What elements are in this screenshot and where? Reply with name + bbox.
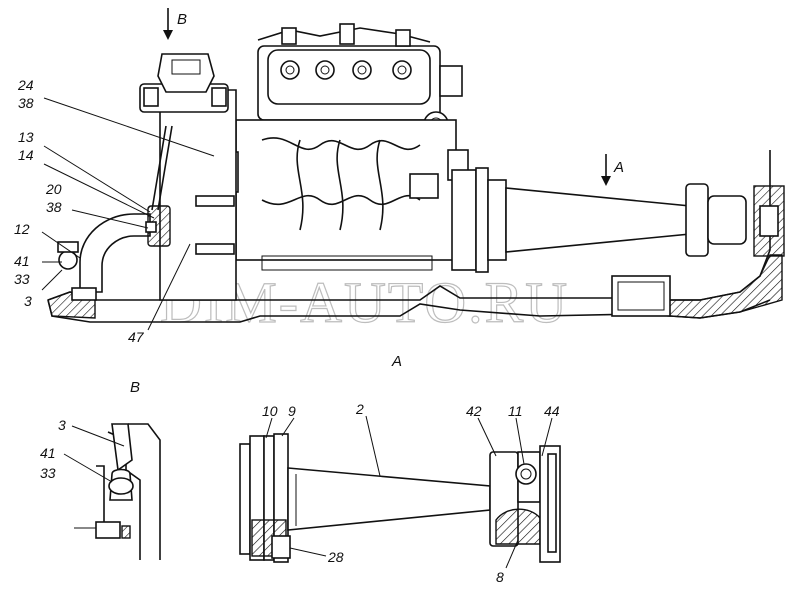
callout-41: 41 [14,253,30,269]
callout-38b: 38 [46,199,62,215]
view-a-callout-28: 28 [327,549,344,565]
callout-3: 3 [24,293,32,309]
view-a-detail: 10 9 2 42 11 44 28 8 [239,401,561,585]
callout-14: 14 [18,147,34,163]
pump-body [211,119,469,271]
view-a-arrow-label: A [613,159,624,176]
view-a-callout-9: 9 [288,403,296,419]
fuel-pipe-elbow [57,205,171,301]
view-a-callout-10: 10 [262,403,278,419]
view-b-title: B [130,379,140,396]
view-a-callout-8: 8 [496,569,504,585]
view-a-callout-2: 2 [355,401,364,417]
view-b-detail: B 3 41 33 [40,379,161,560]
callout-47: 47 [128,329,145,345]
view-a-arrow: A [601,154,624,186]
view-b-arrow-label: B [177,11,187,28]
view-b-arrow: B [163,8,187,40]
injection-pump-head [257,23,463,137]
callout-33: 33 [14,271,30,287]
view-a-callout-44: 44 [544,403,560,419]
coupling-and-shaft [451,167,785,273]
callout-12: 12 [14,221,30,237]
housing-window [611,275,671,317]
callout-13: 13 [18,129,34,145]
view-b-callout-3: 3 [58,417,66,433]
callout-24: 24 [17,77,34,93]
main-assembly-view: B A 24 38 13 14 20 38 12 41 33 3 47 [14,8,785,345]
main-leader-lines [41,97,215,331]
callout-20: 20 [45,181,62,197]
view-a-callout-11: 11 [508,403,523,419]
view-b-callout-41: 41 [40,445,56,461]
view-b-callout-33: 33 [40,465,56,481]
rear-housing [139,53,237,301]
callout-38a: 38 [18,95,34,111]
view-a-callout-42: 42 [466,403,482,419]
view-a-title: A [391,353,402,370]
